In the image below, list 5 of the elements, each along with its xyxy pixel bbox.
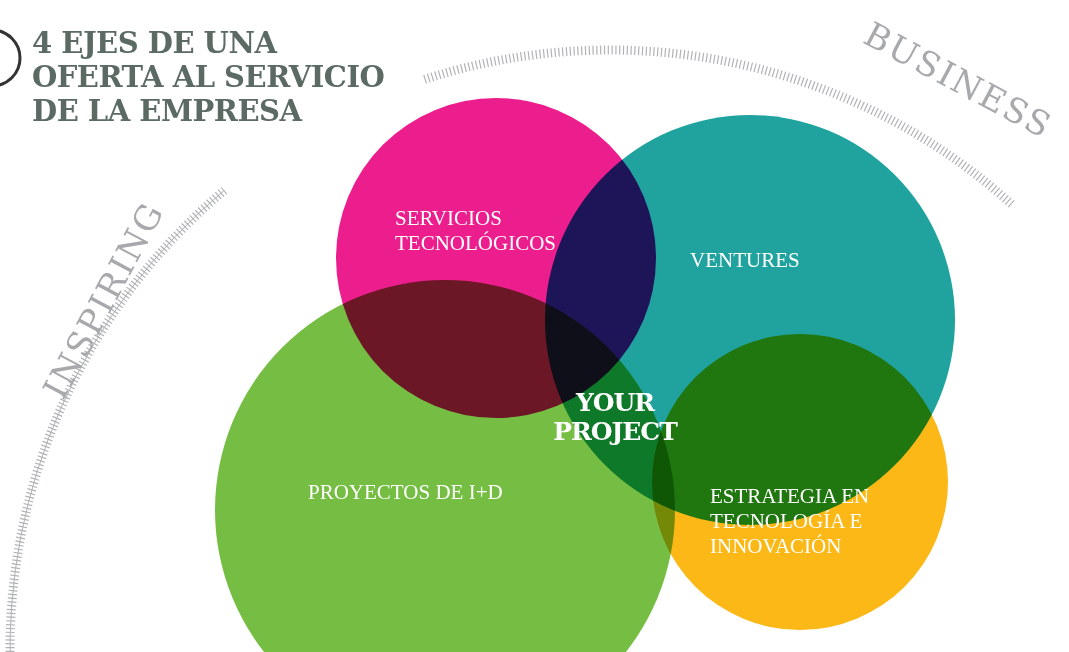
title: 4 EJES DE UNA OFERTA AL SERVICIO DE LA EMPRESA <box>32 26 386 128</box>
circle-label: SERVICIOS TECNOLÓGICOS <box>395 206 557 256</box>
center-label: YOUR PROJECT <box>552 388 679 446</box>
circle-label: PROYECTOS DE I+D <box>308 480 504 505</box>
circle-label: VENTURES <box>690 248 801 273</box>
